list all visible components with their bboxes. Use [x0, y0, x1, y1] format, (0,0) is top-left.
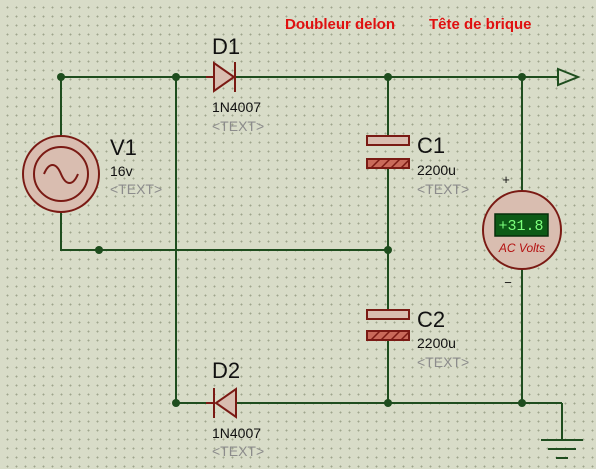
wire-v1-bottom — [60, 213, 388, 251]
c2-value: 2200u — [417, 335, 456, 351]
lcd-display — [494, 213, 549, 237]
d1-text-placeholder: <TEXT> — [212, 118, 264, 134]
ac-voltmeter-icon[interactable] — [482, 190, 562, 270]
junction-dot — [172, 399, 180, 407]
junction-dot — [384, 246, 392, 254]
diode-icon[interactable] — [206, 61, 236, 93]
c1-value: 2200u — [417, 162, 456, 178]
v1-value: 16v — [110, 163, 133, 179]
d1-value: 1N4007 — [212, 99, 261, 115]
junction-dot — [518, 399, 526, 407]
diode-icon[interactable] — [206, 387, 237, 419]
meter-minus-sign: − — [504, 275, 512, 290]
ground-icon — [541, 439, 583, 459]
title-doubleur: Doubleur delon — [285, 16, 395, 33]
wires — [60, 76, 563, 440]
junctions — [57, 73, 526, 407]
d1-ref-label: D1 — [212, 34, 240, 59]
c2-text-placeholder: <TEXT> — [417, 354, 469, 370]
meter-plus-sign: + — [502, 172, 510, 187]
d2-value: 1N4007 — [212, 425, 261, 441]
c1-text-placeholder: <TEXT> — [417, 181, 469, 197]
c2-ref-label: C2 — [417, 307, 445, 332]
v1-ref-label: V1 — [110, 135, 137, 160]
junction-dot — [384, 73, 392, 81]
title-brique: Tête de brique — [429, 16, 532, 33]
junction-dot — [57, 73, 65, 81]
junction-dot — [95, 246, 103, 254]
ac-voltage-source-icon[interactable] — [22, 135, 100, 213]
d2-ref-label: D2 — [212, 358, 240, 383]
v1-text-placeholder: <TEXT> — [110, 181, 162, 197]
junction-dot — [172, 73, 180, 81]
c1-ref-label: C1 — [417, 133, 445, 158]
polarized-capacitor-icon[interactable] — [366, 309, 410, 341]
junction-dot — [518, 73, 526, 81]
output-terminal-icon[interactable] — [557, 67, 581, 87]
junction-dot — [384, 399, 392, 407]
polarized-capacitor-icon[interactable] — [366, 135, 410, 169]
meter-reading: +31.8 — [498, 218, 543, 235]
d2-text-placeholder: <TEXT> — [212, 443, 264, 459]
meter-units: AC Volts — [498, 241, 545, 255]
